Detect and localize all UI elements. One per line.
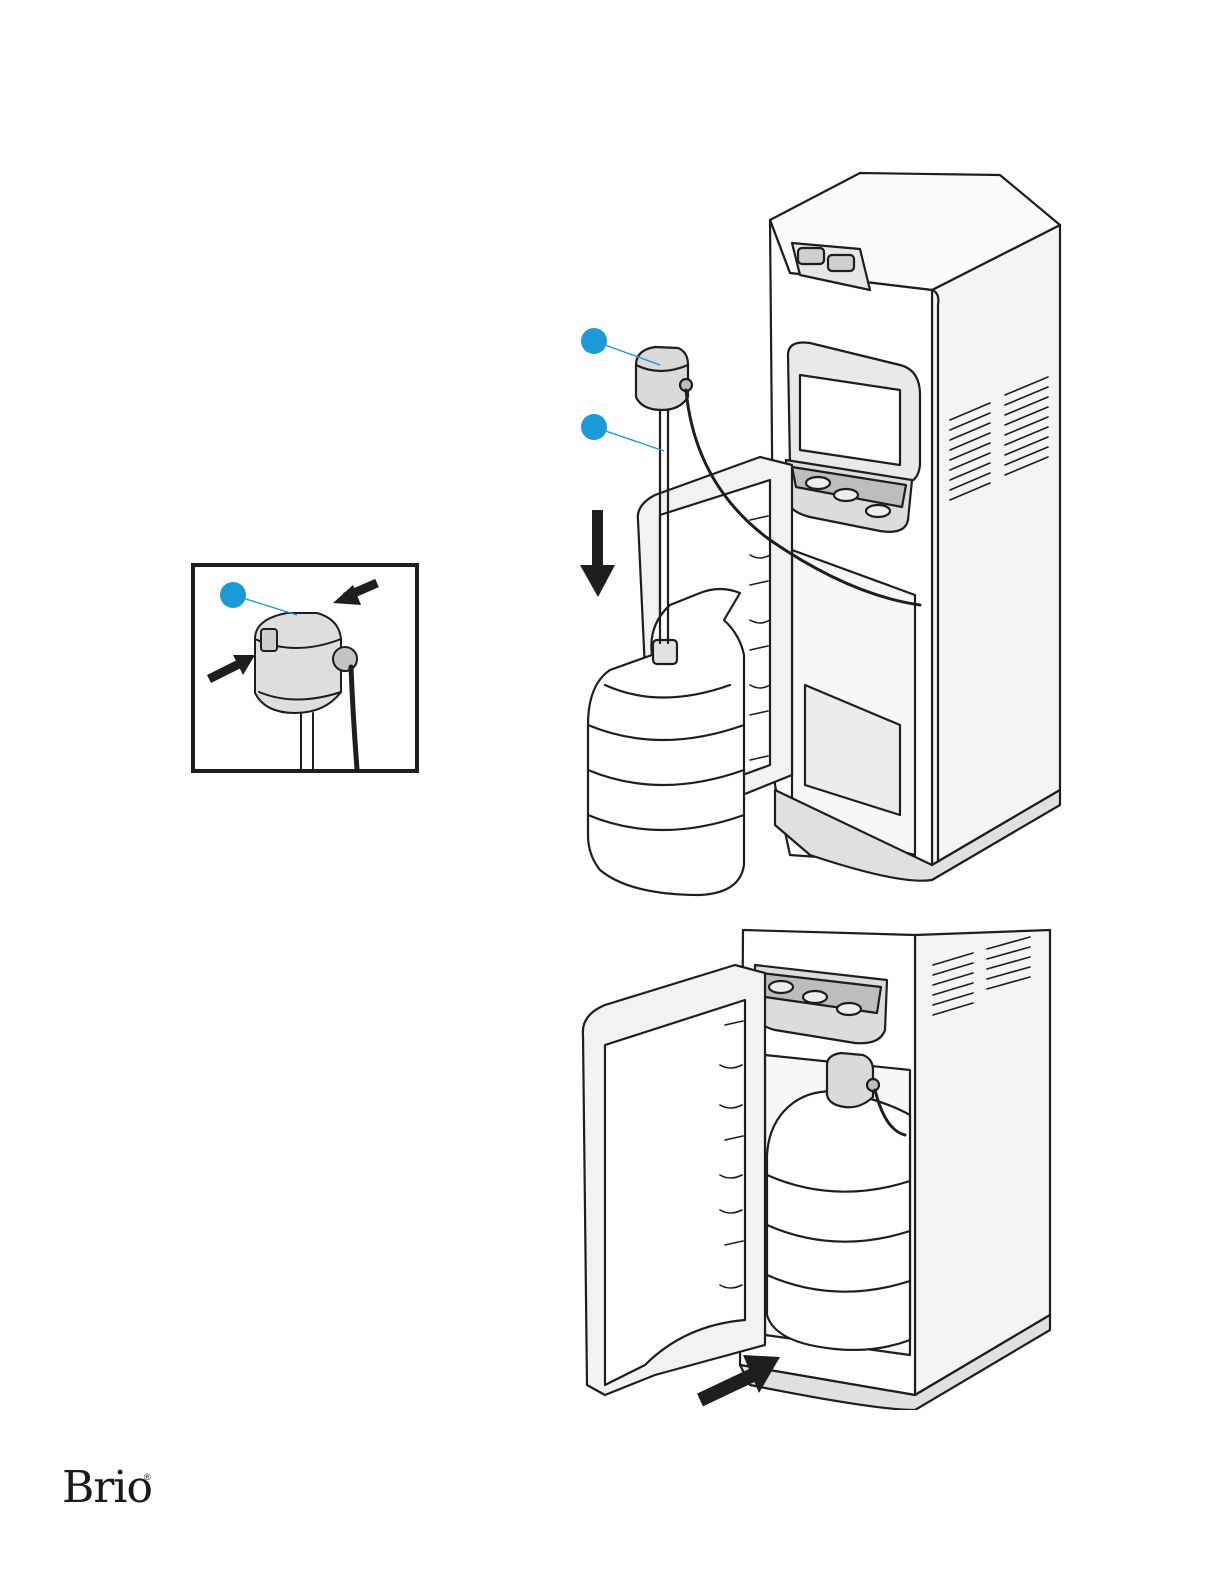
callout-dot: [220, 582, 246, 608]
callout-dot: [581, 414, 607, 440]
callout-dot: [581, 328, 607, 354]
down-arrow: [580, 510, 615, 597]
press-arrow: [333, 583, 377, 605]
registered-mark: ®: [144, 1472, 151, 1482]
figure-bottom-dispenser: [575, 925, 1055, 1410]
brand-logo: Brio ®: [62, 1462, 162, 1512]
inset-cap-detail: [191, 563, 419, 773]
press-arrow: [209, 655, 255, 679]
brand-name: Brio: [62, 1462, 152, 1513]
figure-top-dispenser: [560, 165, 1080, 910]
